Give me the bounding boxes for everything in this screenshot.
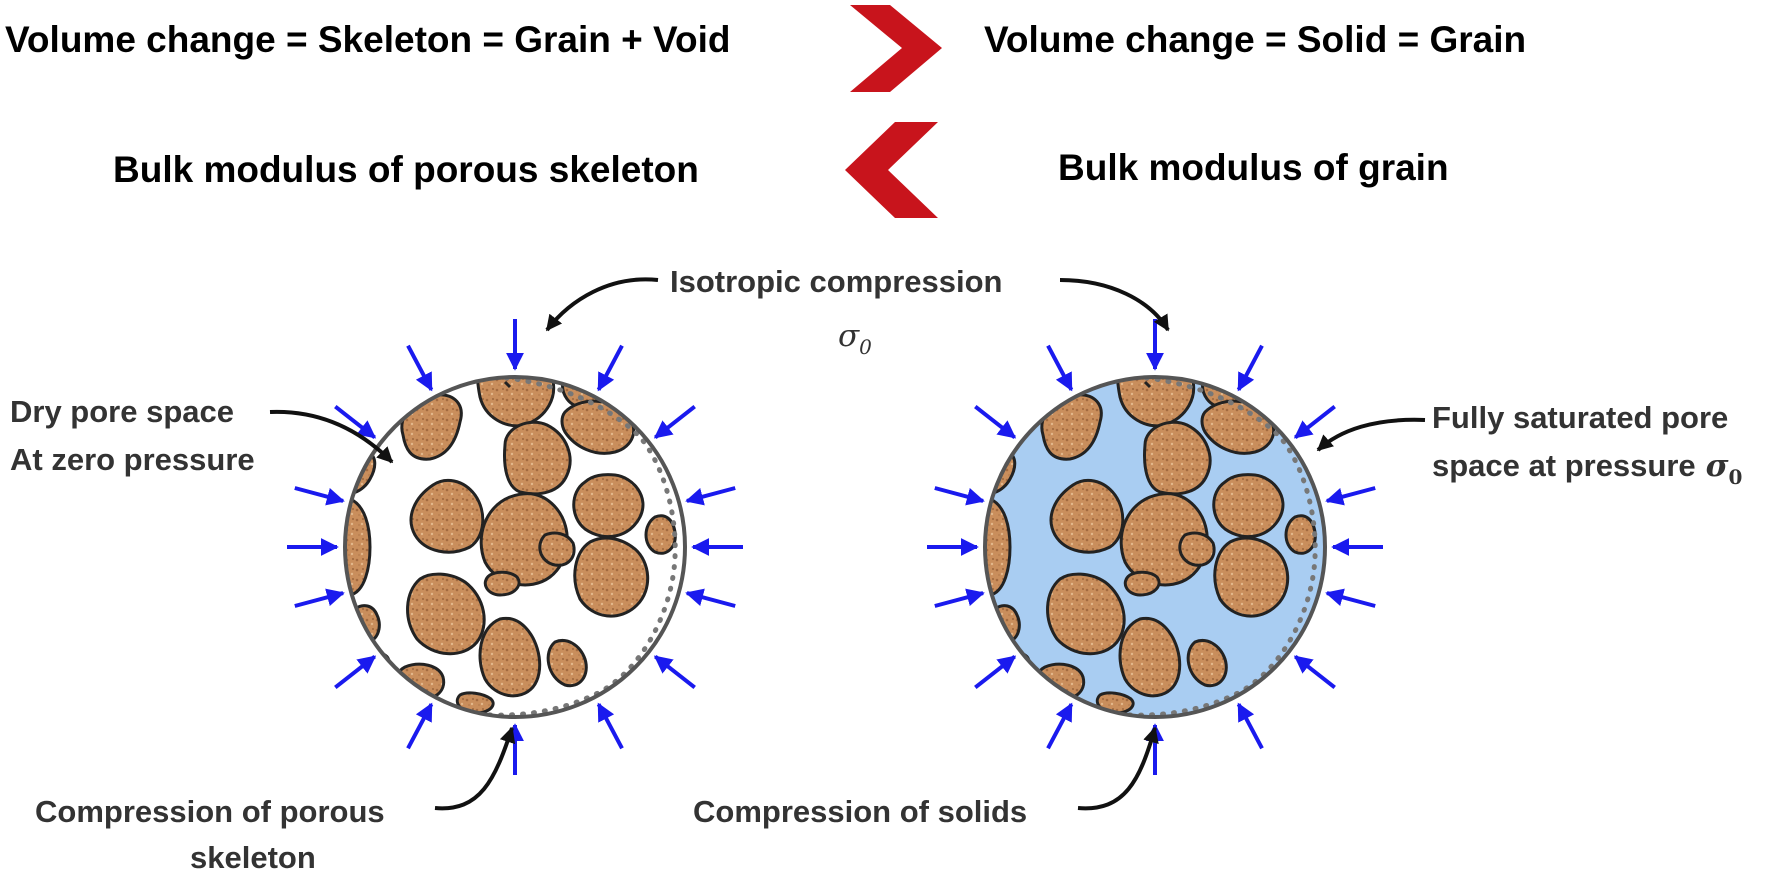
saturated-force-arrow-11 [974, 405, 1017, 439]
sigma-subscript: 0 [859, 335, 872, 359]
saturated-force-arrow-16 [1046, 702, 1074, 750]
saturated-sigma-subscript: 0 [1729, 465, 1743, 489]
saturated-force-arrow-3 [1293, 405, 1336, 439]
heading-bulk-modulus-grain: Bulk modulus of grain [1058, 147, 1449, 188]
dry-force-arrow-7 [653, 655, 696, 689]
heading-volume-change-solid: Volume change = Solid = Grain [984, 19, 1526, 60]
chevron-left-icon [845, 122, 938, 218]
label-skeleton: skeleton [190, 840, 316, 872]
leader-compression-solids [1077, 726, 1159, 811]
saturated-force-arrow-7 [1293, 655, 1336, 689]
label-dry-pore-space: Dry pore space [10, 394, 234, 429]
leader-isotropic-right [1059, 278, 1170, 332]
saturated-force-arrow-14 [934, 588, 985, 608]
leader-dry-pore [269, 409, 394, 464]
space-at-pressure-text: space at pressure [1432, 448, 1696, 483]
label-at-zero-pressure: At zero pressure [10, 442, 255, 477]
saturated-force-arrow-12 [934, 486, 985, 506]
sigma-symbol: σ [838, 318, 860, 354]
dry-sample-outline [343, 375, 687, 719]
dry-force-arrow-16 [406, 702, 434, 750]
dry-force-arrow-6 [685, 588, 736, 608]
dry-force-arrow-12 [294, 486, 345, 506]
heading-volume-change-skeleton: Volume change = Skeleton = Grain + Void [5, 19, 730, 60]
heading-bulk-modulus-skeleton: Bulk modulus of porous skeleton [113, 149, 699, 190]
leader-isotropic-left [545, 277, 659, 332]
saturated-force-arrow-2 [1236, 344, 1264, 392]
saturated-sample [927, 319, 1383, 775]
dry-force-arrow-10 [406, 344, 434, 392]
dry-sample [287, 319, 743, 775]
label-sigma-zero: σ0 [838, 318, 872, 359]
saturated-force-arrow-10 [1046, 344, 1074, 392]
dry-force-arrow-8 [596, 702, 624, 750]
dry-force-arrows [287, 319, 743, 775]
dry-force-arrow-2 [596, 344, 624, 392]
label-compression-porous: Compression of porous [35, 794, 385, 829]
label-space-at-pressure: space at pressure σ0 [1432, 448, 1742, 489]
saturated-sigma-symbol: σ [1706, 448, 1729, 484]
label-isotropic-compression: Isotropic compression [670, 264, 1002, 299]
dry-force-arrow-4 [685, 486, 736, 506]
saturated-force-arrow-6 [1325, 588, 1376, 608]
chevron-right-icon [850, 5, 942, 92]
saturated-force-arrow-15 [974, 655, 1017, 689]
leader-compression-porous [434, 726, 516, 811]
dry-force-arrow-11 [334, 405, 377, 439]
saturated-force-arrow-4 [1325, 486, 1376, 506]
saturated-force-arrows [927, 319, 1383, 775]
leader-fully-saturated [1316, 417, 1426, 452]
saturated-force-arrow-8 [1236, 702, 1264, 750]
dry-force-arrow-14 [294, 588, 345, 608]
label-fully-saturated: Fully saturated pore [1432, 400, 1728, 435]
label-compression-solids: Compression of solids [693, 794, 1027, 829]
dry-force-arrow-15 [334, 655, 377, 689]
dry-force-arrow-3 [653, 405, 696, 439]
saturated-sample-outline [983, 375, 1327, 719]
